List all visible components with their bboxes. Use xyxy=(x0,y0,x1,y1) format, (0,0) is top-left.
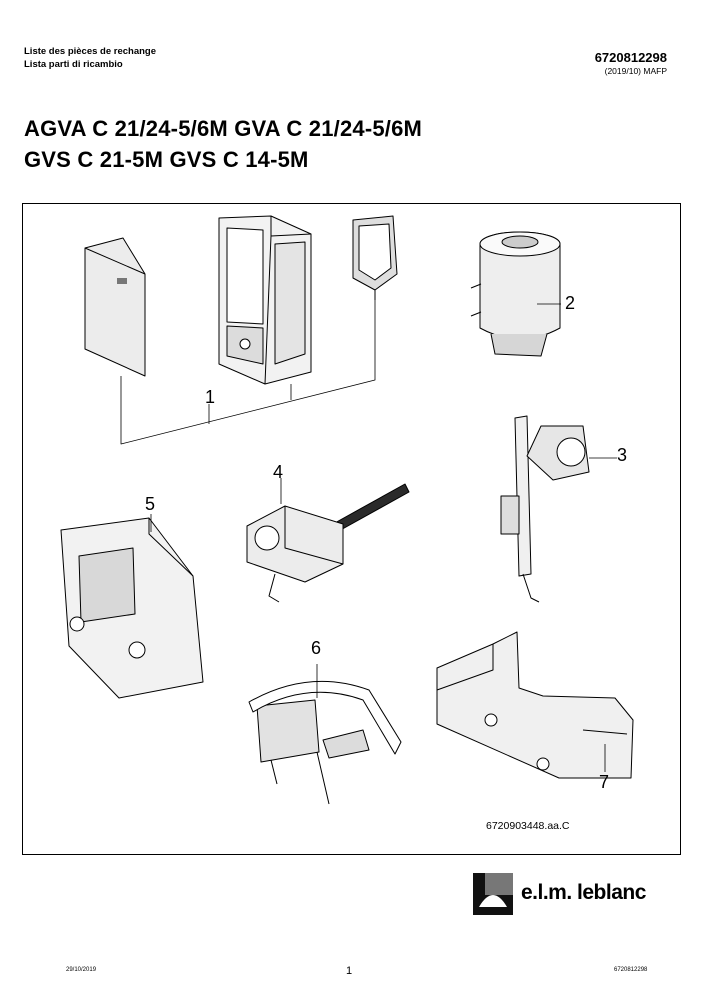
header-left: Liste des pièces de rechange Lista parti… xyxy=(24,45,156,71)
part-control-box xyxy=(60,517,204,699)
drawing-reference: 6720903448.aa.C xyxy=(486,820,570,832)
document-date: (2019/10) MAFP xyxy=(604,66,667,76)
document-number: 6720812298 xyxy=(594,50,667,65)
brand-name: e.l.m. leblanc xyxy=(521,881,646,904)
part-mounting-bracket xyxy=(436,631,634,779)
footer-document-number: 6720812298 xyxy=(614,967,648,973)
part-heat-exchanger xyxy=(248,680,402,805)
callout-3: 3 xyxy=(617,445,628,465)
callout-7: 7 xyxy=(599,772,610,792)
model-title-line2: GVS C 21-5M GVS C 14-5M xyxy=(24,147,309,172)
header-title-fr: Liste des pièces de rechange xyxy=(24,46,157,57)
assembly-bracket-lines xyxy=(120,300,376,445)
footer-date: 29/10/2019 xyxy=(66,967,97,973)
part-pump-assembly xyxy=(246,483,410,603)
callout-6: 6 xyxy=(311,638,322,658)
callout-5: 5 xyxy=(145,494,156,514)
part-chassis-frame xyxy=(218,215,312,385)
part-combustion-chamber xyxy=(470,231,561,357)
header-right: 6720812298 (2019/10) MAFP xyxy=(595,50,667,77)
exploded-parts-diagram: 1 2 3 4 5 6 7 xyxy=(22,203,681,855)
part-expansion-vessel xyxy=(352,215,398,300)
brand-logo: e.l.m. leblanc xyxy=(473,873,663,915)
callout-4: 4 xyxy=(273,462,284,482)
parts-drawing xyxy=(60,215,634,805)
header-title-it: Lista parti di ricambio xyxy=(24,59,123,70)
page-number: 1 xyxy=(346,965,353,977)
model-title-line1: AGVA C 21/24-5/6M GVA C 21/24-5/6M xyxy=(24,116,423,141)
logo-mark-icon xyxy=(473,873,513,915)
callout-2: 2 xyxy=(565,293,576,313)
part-gas-valve-assembly xyxy=(500,415,590,603)
callout-leaders xyxy=(150,303,617,772)
callout-1: 1 xyxy=(205,387,216,407)
part-casing-front-panel xyxy=(84,237,146,377)
